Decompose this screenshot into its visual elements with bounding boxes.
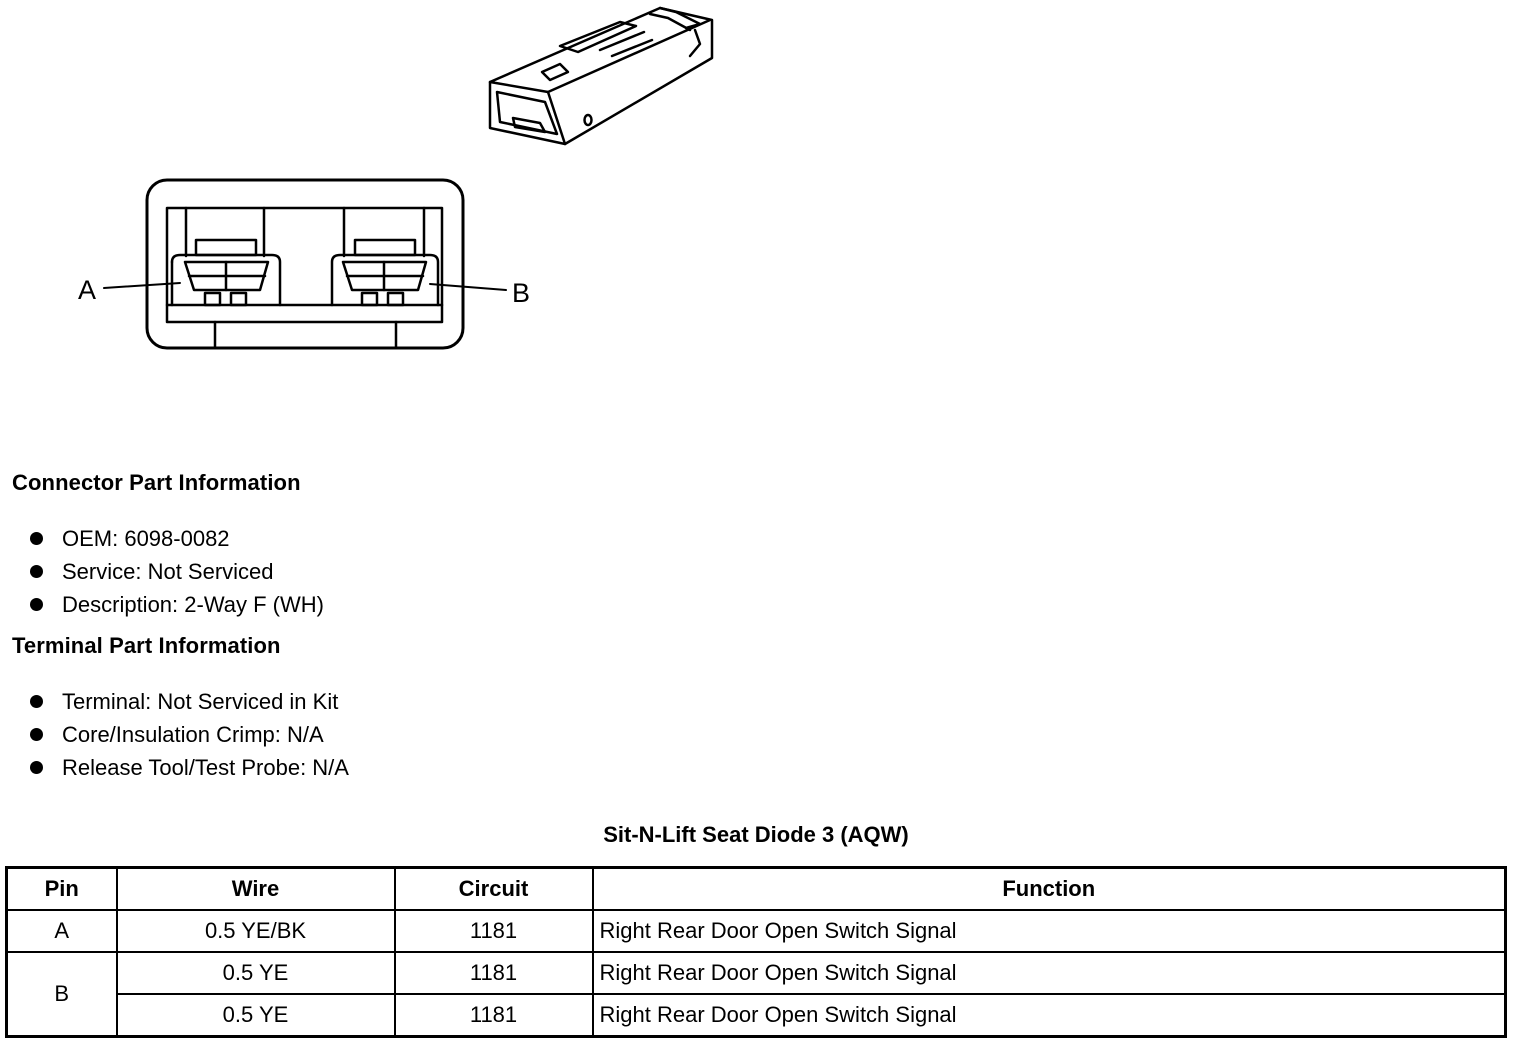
circuit-cell: 1181 bbox=[393, 951, 594, 995]
bullet-icon bbox=[30, 598, 43, 611]
pin-table: Pin Wire Circuit Function A 0.5 YE/BK 11… bbox=[5, 866, 1507, 1038]
callout-a: A bbox=[78, 275, 96, 305]
function-cell: Right Rear Door Open Switch Signal bbox=[591, 993, 1507, 1038]
column-header-circuit: Circuit bbox=[393, 866, 594, 911]
list-item: Description: 2-Way F (WH) bbox=[28, 588, 324, 621]
bullet-icon bbox=[30, 728, 43, 741]
callout-b: B bbox=[512, 278, 530, 308]
wire-cell: 0.5 YE bbox=[115, 993, 396, 1038]
connector-illustration: A B bbox=[78, 6, 714, 350]
terminal-info-heading: Terminal Part Information bbox=[12, 633, 281, 658]
list-item: Service: Not Serviced bbox=[28, 555, 324, 588]
table-row: B 0.5 YE 1181 Right Rear Door Open Switc… bbox=[5, 951, 1507, 1038]
circuit-cell: 1181 bbox=[393, 993, 594, 1038]
bullet-icon bbox=[30, 695, 43, 708]
bullet-icon bbox=[30, 761, 43, 774]
terminal-info-list: Terminal: Not Serviced in Kit Core/Insul… bbox=[28, 685, 349, 784]
table-row: 0.5 YE 1181 Right Rear Door Open Switch … bbox=[7, 993, 1507, 1038]
wire-cell: 0.5 YE/BK bbox=[115, 909, 396, 953]
column-header-wire: Wire bbox=[115, 866, 396, 911]
table-row: A 0.5 YE/BK 1181 Right Rear Door Open Sw… bbox=[5, 909, 1507, 953]
list-item: OEM: 6098-0082 bbox=[28, 522, 324, 555]
wire-cell: 0.5 YE bbox=[115, 951, 396, 995]
column-header-function: Function bbox=[591, 866, 1507, 911]
list-item: Release Tool/Test Probe: N/A bbox=[28, 751, 349, 784]
column-header-pin: Pin bbox=[5, 866, 118, 911]
table-header-row: Pin Wire Circuit Function bbox=[5, 866, 1507, 911]
connector-info-heading: Connector Part Information bbox=[12, 470, 301, 495]
function-cell: Right Rear Door Open Switch Signal bbox=[591, 909, 1507, 953]
connector-info-list: OEM: 6098-0082 Service: Not Serviced Des… bbox=[28, 522, 324, 621]
bullet-icon bbox=[30, 565, 43, 578]
table-title: Sit-N-Lift Seat Diode 3 (AQW) bbox=[603, 822, 909, 847]
connector-3d-view bbox=[488, 6, 714, 146]
function-cell: Right Rear Door Open Switch Signal bbox=[591, 951, 1507, 995]
pin-cell: A bbox=[5, 909, 118, 953]
list-item: Terminal: Not Serviced in Kit bbox=[28, 685, 349, 718]
connector-face-view bbox=[103, 178, 507, 350]
bullet-icon bbox=[30, 532, 43, 545]
circuit-cell: 1181 bbox=[393, 909, 594, 953]
list-item: Core/Insulation Crimp: N/A bbox=[28, 718, 349, 751]
pin-cell: B bbox=[5, 951, 118, 1038]
